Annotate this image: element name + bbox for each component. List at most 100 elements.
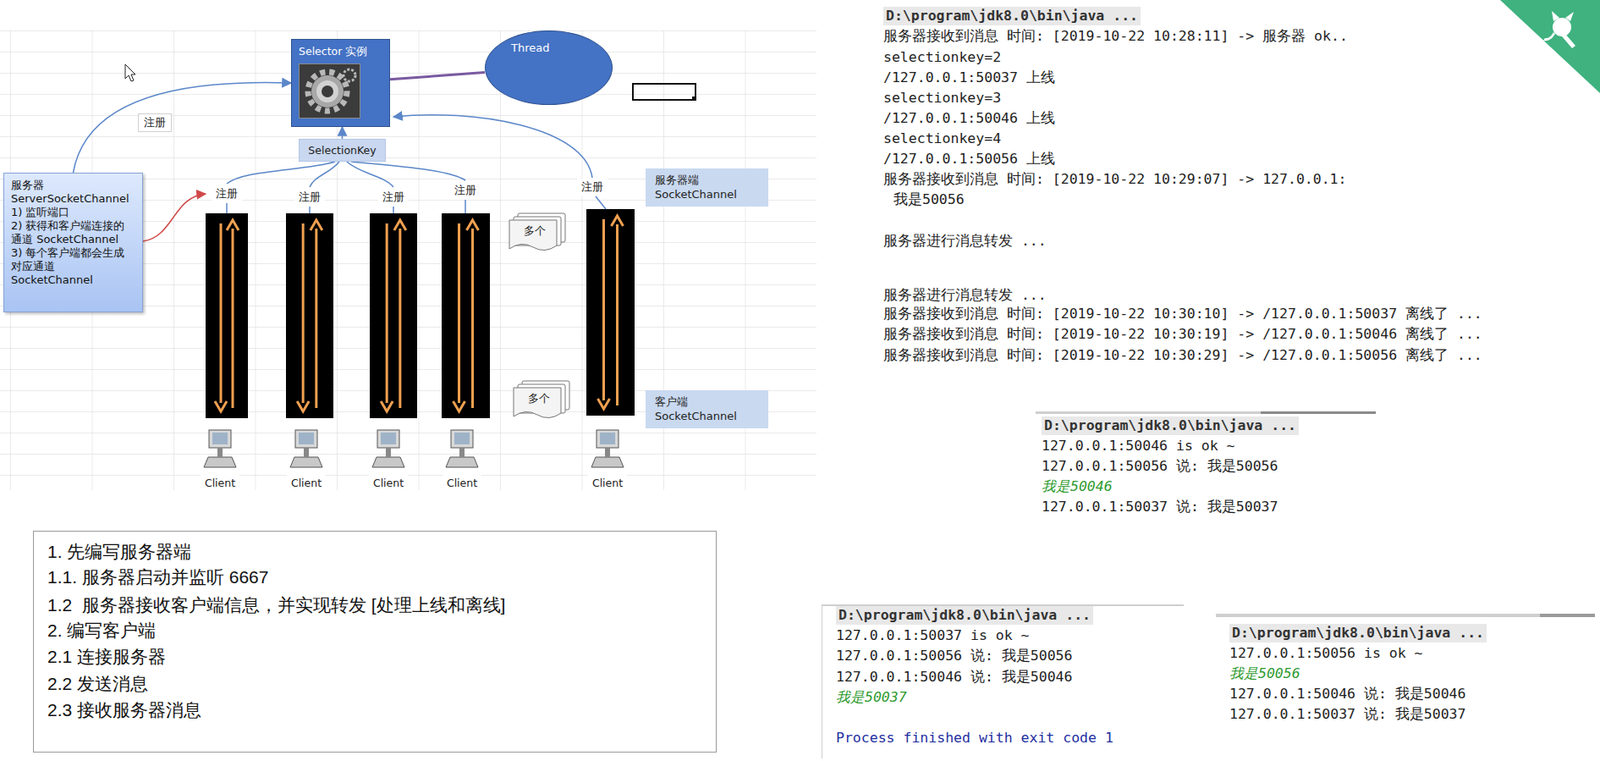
data-flow xyxy=(471,228,474,408)
github-cat xyxy=(1543,10,1576,49)
register-label: 注册 xyxy=(294,188,325,206)
multi-label: 多个 xyxy=(523,390,555,407)
data-flow-head xyxy=(226,219,239,231)
channel-bar xyxy=(285,213,334,418)
client-console: D:\program\jdk8.0\bin\java ... 127.0.0.1:… xyxy=(1215,616,1595,727)
screen xyxy=(380,432,396,445)
mouse-cursor xyxy=(125,64,136,82)
node-text: 3) 每个客户端都会生成对应通道 SocketChannel xyxy=(10,246,136,287)
channel-bar xyxy=(586,208,635,416)
data-flow xyxy=(457,223,461,403)
node-text: 服务器接收到消息 时间: [2019-10-22 10:30:29] -> /1… xyxy=(883,346,1483,365)
stand xyxy=(459,447,465,457)
node-text: 2) 获得和客户端连接的通道 SocketChannel xyxy=(10,219,136,247)
data-flow-head xyxy=(310,219,323,231)
selection-rect xyxy=(632,83,696,100)
node-text: D:\program\jdk8.0\bin\java ... xyxy=(883,6,1141,26)
node-text: 服务器进行消息转发 ... xyxy=(883,285,1047,305)
node-text: 127.0.0.1:50046 说: 我是50046 xyxy=(1229,684,1466,704)
node-text: SelectionKey xyxy=(307,143,376,157)
monitor xyxy=(295,429,318,448)
node-text: 服务器接收到消息 时间: [2019-10-22 10:29:07] -> 12… xyxy=(883,170,1348,189)
node-text: 2. 编写客户端 xyxy=(47,619,156,642)
node-text: D:\program\jdk8.0\bin\java ... xyxy=(1041,416,1299,435)
keyboard xyxy=(203,456,237,468)
spreadsheet-grid xyxy=(0,30,817,490)
node-text: selectionkey=4 xyxy=(883,129,1001,149)
stand xyxy=(303,447,309,457)
node-text: /127.0.0.1:50037 上线 xyxy=(883,68,1056,88)
monitor xyxy=(450,429,473,448)
node-text: 服务器 xyxy=(10,178,136,193)
node-text: /127.0.0.1:50056 上线 xyxy=(883,149,1056,169)
client-label: Client xyxy=(200,474,240,492)
keyboard xyxy=(591,456,624,468)
screen xyxy=(212,432,228,445)
screen xyxy=(298,432,314,445)
screen xyxy=(454,432,470,445)
channel-bar xyxy=(205,213,248,418)
stand xyxy=(385,447,391,457)
node-text: 127.0.0.1:50046 is ok ~ xyxy=(1041,436,1235,456)
node-text: 我是50056 xyxy=(893,190,965,209)
node-text: selectionkey=2 xyxy=(883,48,1001,67)
monitor xyxy=(596,429,619,448)
node-text: 服务器接收到消息 时间: [2019-10-22 10:30:10] -> /1… xyxy=(883,304,1483,324)
node-text: selectionkey=3 xyxy=(883,88,1001,108)
data-flow-head xyxy=(598,398,611,409)
data-flow xyxy=(385,223,389,403)
node-text: 1.1. 服务器启动并监听 6667 xyxy=(47,566,269,589)
node-text: SocketChannel xyxy=(654,186,759,202)
channel-bar xyxy=(369,213,418,418)
client-label: Client xyxy=(588,474,627,492)
selectionkey-box: SelectionKey xyxy=(298,138,386,162)
node-text: Thread xyxy=(511,41,604,55)
register-label: 注册 xyxy=(577,178,608,196)
data-flow xyxy=(302,223,305,403)
stand xyxy=(217,447,223,457)
client-label: Client xyxy=(442,474,482,492)
node-text: 服务器进行消息转发 ... xyxy=(883,231,1047,251)
data-flow-head xyxy=(453,401,466,412)
channel-legend-box: 服务器端SocketChannel xyxy=(645,168,769,207)
multi-label: 多个 xyxy=(519,222,550,240)
client-label: Client xyxy=(286,474,326,492)
client-computers xyxy=(203,429,624,468)
data-flow xyxy=(314,228,318,408)
data-flow xyxy=(231,228,235,408)
data-flow xyxy=(219,223,223,403)
node-text: Process finished with exit code 1 xyxy=(835,728,1114,748)
keyboard xyxy=(372,456,405,468)
node-text: 服务器端 xyxy=(654,172,759,187)
data-flow-head xyxy=(296,401,309,412)
node-text: D:\program\jdk8.0\bin\java ... xyxy=(1229,623,1487,643)
node-text: 127.0.0.1:50056 说: 我是50056 xyxy=(835,646,1073,666)
channel-bar xyxy=(441,213,490,418)
gear-icon xyxy=(298,63,361,119)
edge-label: 注册 xyxy=(137,113,172,132)
monitor xyxy=(208,429,231,448)
node-text: 服务器接收到消息 时间: [2019-10-22 10:30:19] -> /1… xyxy=(883,324,1483,344)
node-text: 127.0.0.1:50037 说: 我是50037 xyxy=(1229,704,1466,724)
data-flow-head xyxy=(466,219,479,231)
channel-legend-box: 客户端SocketChannel xyxy=(645,390,769,429)
channel-bars xyxy=(205,208,635,418)
node-text: /127.0.0.1:50046 上线 xyxy=(883,109,1056,128)
node-text: 1.2 服务器接收客户端信息，并实现转发 [处理上线和离线] xyxy=(47,593,506,616)
node-text: 2.3 接收服务器消息 xyxy=(47,698,202,721)
buffer-docs xyxy=(509,213,570,418)
monitor xyxy=(377,429,400,448)
node-text: 127.0.0.1:50037 说: 我是50037 xyxy=(1041,497,1278,517)
register-label: 注册 xyxy=(450,181,481,199)
server-console: D:\program\jdk8.0\bin\java ...服务器接收到消息 时… xyxy=(877,5,1567,368)
node-text: 1. 先编写服务器端 xyxy=(47,540,192,563)
keyboard xyxy=(445,456,479,468)
node-text: 服务器接收到消息 时间: [2019-10-22 10:28:11] -> 服务… xyxy=(883,27,1348,46)
client-console: D:\program\jdk8.0\bin\java ...127.0.0.1:… xyxy=(1035,413,1376,521)
stand xyxy=(604,447,611,457)
node-text: ServerSocketChannel xyxy=(10,192,136,206)
node-text: 我是50046 xyxy=(1041,477,1113,496)
node-text: D:\program\jdk8.0\bin\java ... xyxy=(835,605,1094,625)
node-text: 127.0.0.1:50046 说: 我是50046 xyxy=(835,667,1073,687)
node-text: 127.0.0.1:50056 说: 我是50056 xyxy=(1041,456,1278,476)
